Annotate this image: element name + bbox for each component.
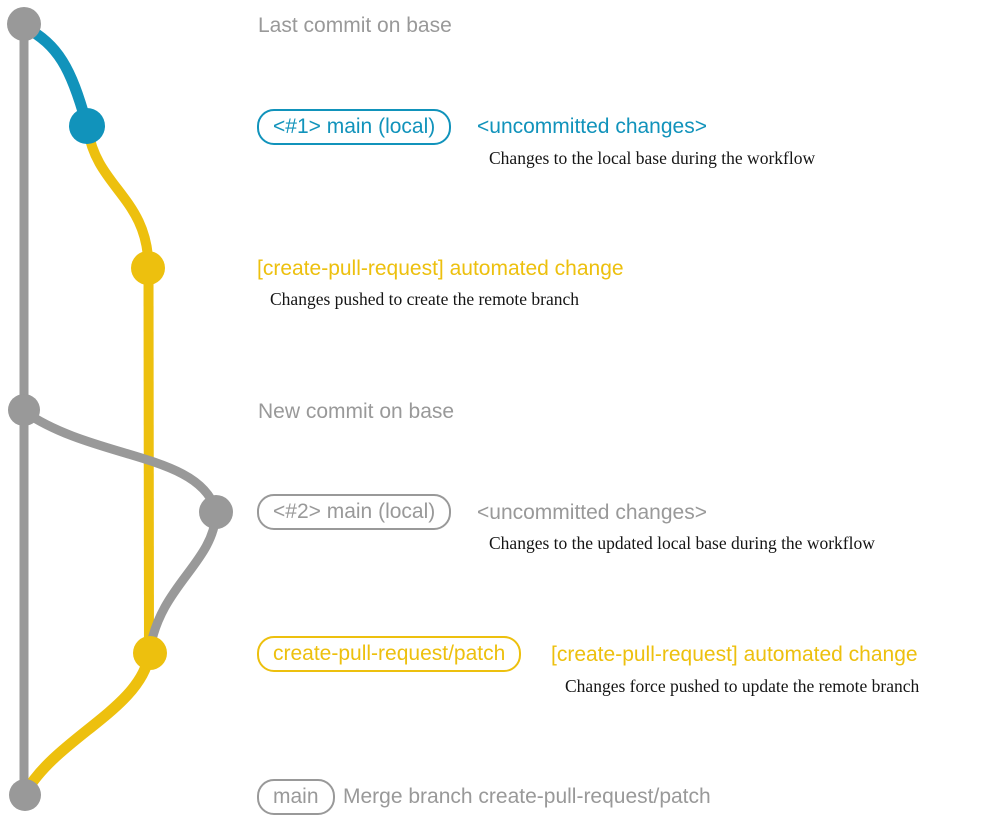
rebase-into-patch-curve — [145, 509, 221, 654]
patch-branch-curve-top — [83, 125, 154, 273]
commit-node-local-main-2 — [199, 495, 233, 529]
uncommitted-changes-2-label: <uncommitted changes> — [477, 501, 707, 524]
automated-change-1-label: [create-pull-request] automated change — [257, 257, 624, 280]
updated-local-main-curve — [20, 407, 221, 516]
branch-badge-main: main — [257, 779, 335, 815]
merge-commit-label: Merge branch create-pull-request/patch — [343, 785, 711, 808]
commit-node-last-commit-on-base — [7, 7, 41, 41]
merge-into-main-curve — [20, 649, 155, 798]
automated-change-1-desc: Changes pushed to create the remote bran… — [270, 289, 580, 309]
commit-node-patch-2 — [133, 636, 167, 670]
branch-badge-patch: create-pull-request/patch — [257, 636, 522, 672]
uncommitted-changes-1-label: <uncommitted changes> — [477, 115, 707, 138]
new-commit-on-base-label: New commit on base — [258, 400, 455, 423]
commit-node-new-commit-on-base — [8, 394, 40, 426]
automated-change-2-label: [create-pull-request] automated change — [551, 643, 918, 666]
local-main-branch-curve — [19, 21, 92, 128]
branch-badge-main-local-1: <#1> main (local) — [257, 109, 452, 145]
branch-badge-main-local-2: <#2> main (local) — [257, 494, 452, 530]
commit-node-merge-on-main — [9, 779, 41, 811]
automated-change-2-desc: Changes force pushed to update the remot… — [565, 676, 920, 696]
uncommitted-changes-1-desc: Changes to the local base during the wor… — [489, 148, 816, 168]
last-commit-on-base-label: Last commit on base — [258, 14, 452, 37]
commit-node-local-main-1 — [69, 108, 105, 144]
uncommitted-changes-2-desc: Changes to the updated local base during… — [489, 533, 875, 553]
commit-node-patch-1 — [131, 251, 165, 285]
